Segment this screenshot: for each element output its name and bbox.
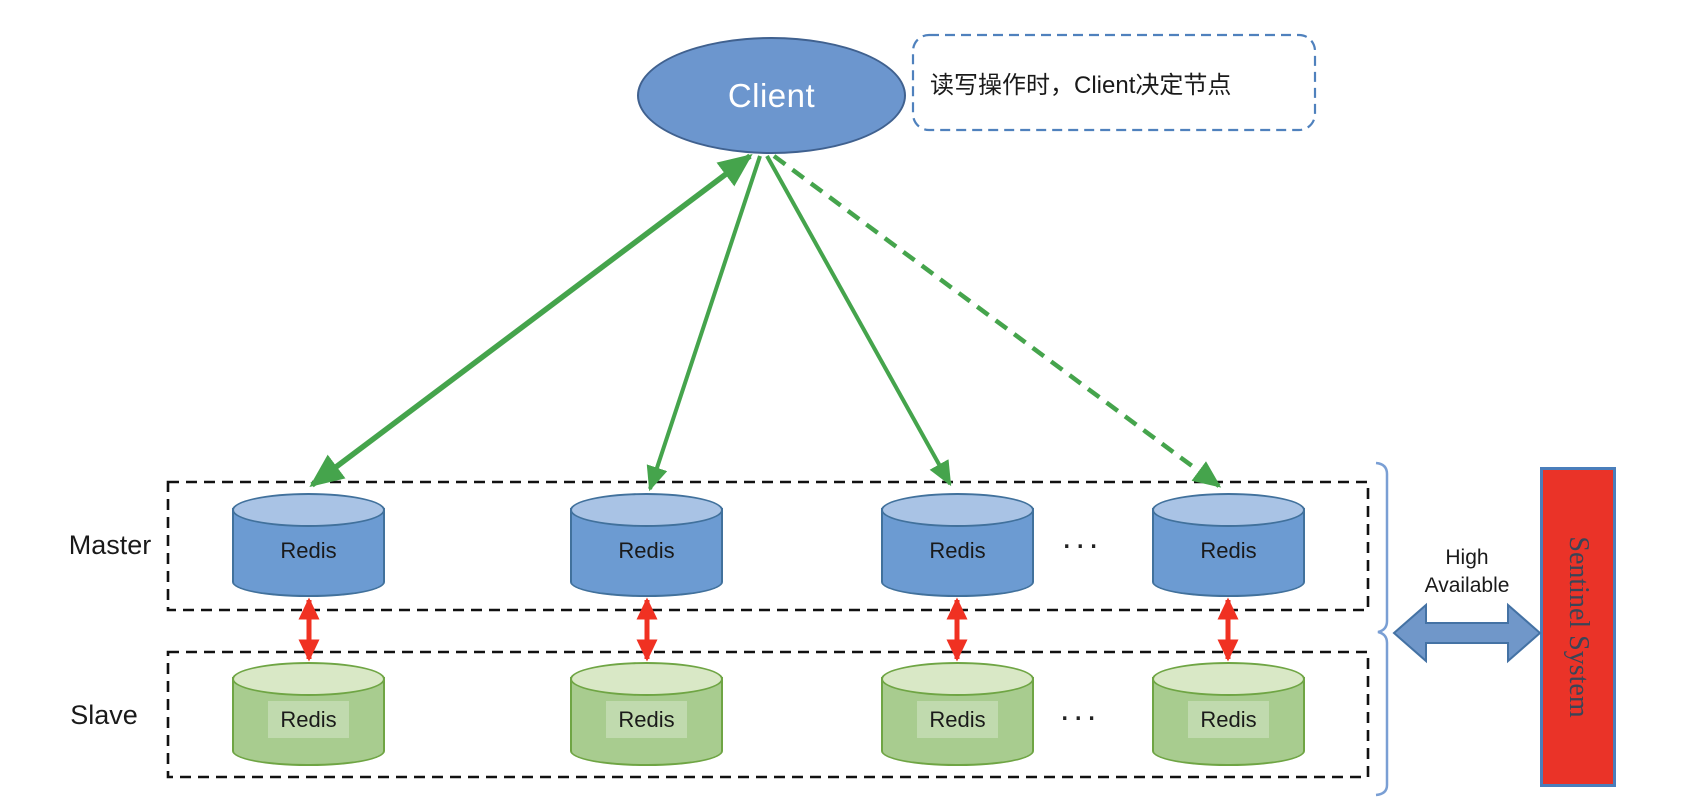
client-master2-arrow (646, 155, 762, 492)
redis-label: Redis (280, 538, 337, 563)
master-row-label: Master (68, 530, 152, 560)
slave-row-ellipsis: ... (1060, 690, 1101, 728)
redis-label: Redis (232, 701, 385, 738)
high-available-label: High Available (1424, 546, 1510, 597)
cylinder-top (881, 493, 1034, 527)
cylinder-top (232, 662, 385, 696)
slave-row-label: Slave (70, 700, 138, 730)
sentinel-system-label: Sentinel System (1563, 536, 1594, 718)
client-label: Client (727, 76, 816, 114)
cylinder-top (570, 662, 723, 696)
slave-redis-node-1: Redis (232, 662, 385, 768)
cylinder-top (570, 493, 723, 527)
sentinel-system-box: Sentinel System (1540, 467, 1616, 787)
master-redis-node-4: Redis (1152, 493, 1305, 599)
cylinder-top (1152, 493, 1305, 527)
slave-redis-node-3: Redis (881, 662, 1034, 768)
redis-label: Redis (1200, 538, 1257, 563)
redis-label: Redis (570, 701, 723, 738)
master-redis-node-1: Redis (232, 493, 385, 599)
cylinder-top (881, 662, 1034, 696)
client-master1-arrow (309, 153, 753, 488)
client-master3-arrow (765, 155, 952, 487)
cylinder-top (1152, 662, 1305, 696)
slave-redis-node-2: Redis (570, 662, 723, 768)
redis-label: Redis (1152, 701, 1305, 738)
client-master4-dashed-arrow (772, 154, 1222, 488)
cylinder-top (232, 493, 385, 527)
high-available-double-arrow (1392, 602, 1542, 664)
rows-grouping-brace (1375, 461, 1389, 797)
redis-label: Redis (618, 538, 675, 563)
master-redis-node-3: Redis (881, 493, 1034, 599)
slave-redis-node-4: Redis (1152, 662, 1305, 768)
master-row-ellipsis: ... (1062, 518, 1103, 556)
redis-label: Redis (881, 701, 1034, 738)
note-annotation: 读写操作时，Client决定节点 (930, 72, 1232, 99)
redis-label: Redis (929, 538, 986, 563)
master-redis-node-2: Redis (570, 493, 723, 599)
client-node: Client (637, 37, 906, 154)
